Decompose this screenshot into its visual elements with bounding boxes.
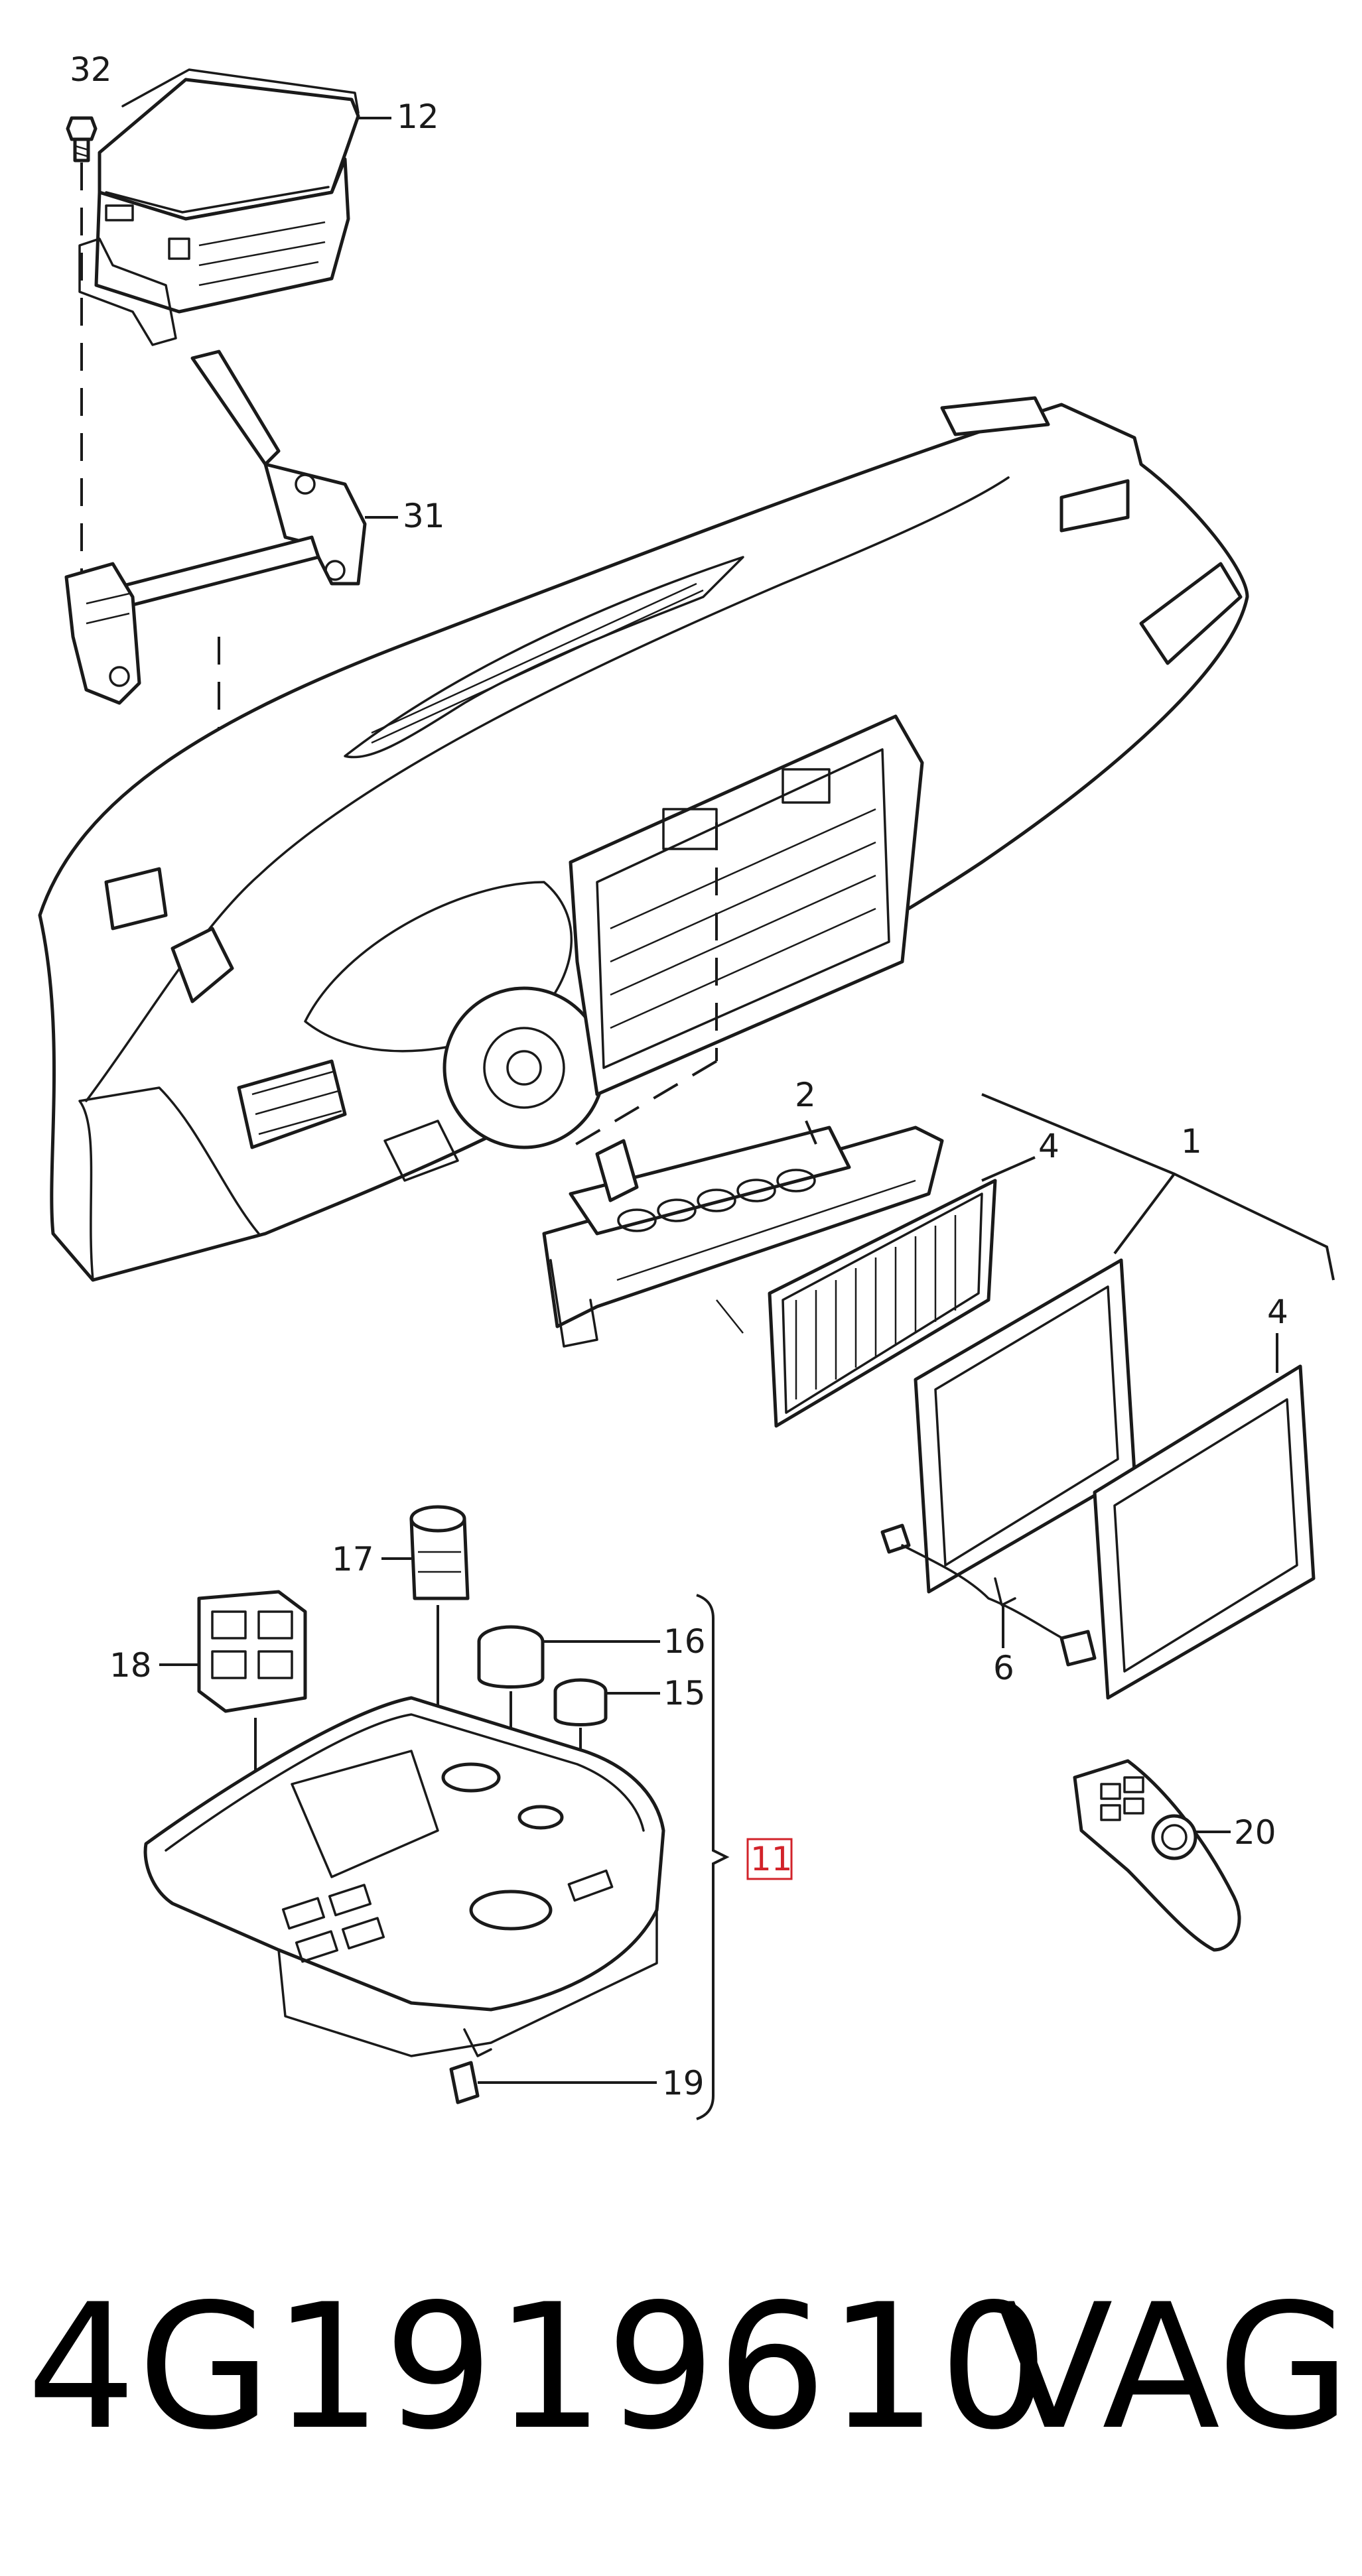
start-button-17 (381, 1505, 470, 1600)
leader-4a (981, 1156, 1036, 1182)
cover-4-left (768, 1179, 997, 1428)
callout-11: 11 (750, 1840, 793, 1878)
callout-19: 19 (662, 2064, 705, 2102)
clip-19 (449, 2061, 657, 2104)
head-unit-12 (78, 68, 360, 346)
callout-1: 1 (1181, 1122, 1202, 1161)
callout-17: 17 (332, 1540, 374, 1578)
leader-1-display (1113, 1173, 1176, 1255)
part-number-label: 4G1919610 (27, 2268, 1050, 2468)
callout-15: 15 (663, 1674, 706, 1712)
brand-label: VAG (995, 2268, 1351, 2468)
group-bracket-1 (981, 1093, 1335, 1281)
remote-20 (1073, 1759, 1241, 1952)
frame-2 (542, 1126, 944, 1348)
dashboard-panel (38, 396, 1249, 1282)
assembly-line-2b (569, 1060, 718, 1149)
callout-31: 31 (403, 497, 445, 535)
frame-4-right (1093, 1364, 1316, 1700)
leader-2 (805, 1120, 817, 1145)
callout-11-highlight-box (746, 1838, 793, 1880)
knob-16 (477, 1625, 660, 1689)
callout-4-left: 4 (1038, 1127, 1059, 1165)
callout-12: 12 (397, 97, 439, 136)
group-brace-11 (696, 1594, 730, 2120)
callout-32: 32 (70, 50, 112, 89)
callout-20: 20 (1234, 1813, 1276, 1852)
bracket-31 (64, 350, 367, 705)
callout-18: 18 (109, 1646, 152, 1685)
callout-16: 16 (663, 1622, 706, 1661)
bolt-32 (66, 116, 98, 162)
callout-6: 6 (993, 1649, 1014, 1687)
console-panel-11 (143, 1696, 665, 2057)
cable-6 (880, 1523, 1097, 1667)
knob-15 (553, 1678, 660, 1726)
callout-4-right: 4 (1267, 1293, 1288, 1331)
callout-2: 2 (795, 1076, 816, 1114)
switch-18 (159, 1590, 307, 1713)
